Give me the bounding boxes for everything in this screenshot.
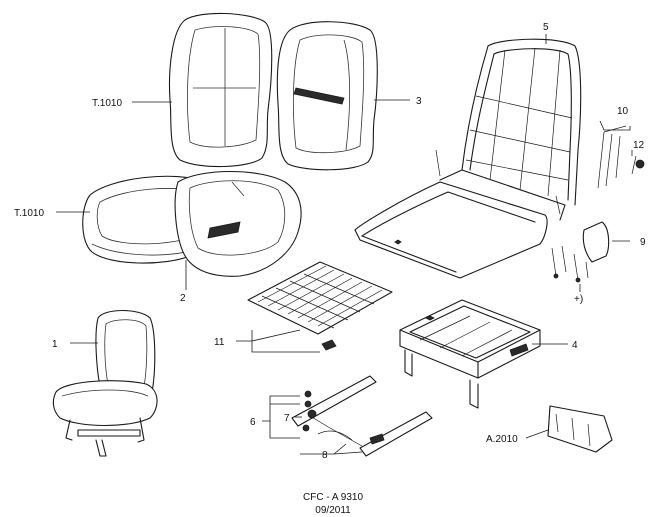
doc-code: CFC - A 9310 (303, 492, 363, 503)
label-plus-note: +) (574, 294, 583, 305)
side-cover-panel (547, 405, 613, 453)
backrest-foam-pad (276, 21, 378, 171)
drawing-footer: CFC - A 9310 09/2011 (303, 492, 363, 516)
label-part-10: 10 (617, 106, 629, 117)
label-t1010-backrest: T.1010 (92, 98, 122, 109)
label-t1010-seat: T.1010 (14, 208, 44, 219)
backrest-and-seat-frame (354, 38, 582, 279)
seat-suspension-mat (247, 261, 393, 351)
seat-base-mechanism (399, 299, 541, 409)
fastener-kit-10 (597, 125, 645, 189)
label-part-2: 2 (180, 293, 186, 304)
label-part-11: 11 (214, 337, 225, 348)
backrest-cushion-cover (168, 12, 273, 168)
leader-lines (56, 34, 633, 455)
label-part-8: 8 (322, 450, 328, 461)
label-a2010: A.2010 (486, 434, 518, 445)
label-part-9: 9 (640, 237, 646, 248)
seat-slide-rails (291, 375, 433, 457)
label-part-5: 5 (543, 22, 549, 33)
label-part-1: 1 (52, 339, 58, 350)
doc-date: 09/2011 (315, 505, 351, 516)
callout-labels: T.1010 3 5 10 12 T.1010 2 9 +) 11 4 1 6 … (14, 22, 646, 461)
seat-foam-pad (174, 171, 302, 277)
label-part-3: 3 (416, 96, 422, 107)
complete-seat-assembly (52, 309, 158, 457)
bracket-9 (551, 221, 610, 283)
label-part-4: 4 (572, 340, 578, 351)
label-part-7: 7 (284, 413, 290, 424)
label-part-6: 6 (250, 417, 256, 428)
label-part-12: 12 (633, 140, 645, 151)
